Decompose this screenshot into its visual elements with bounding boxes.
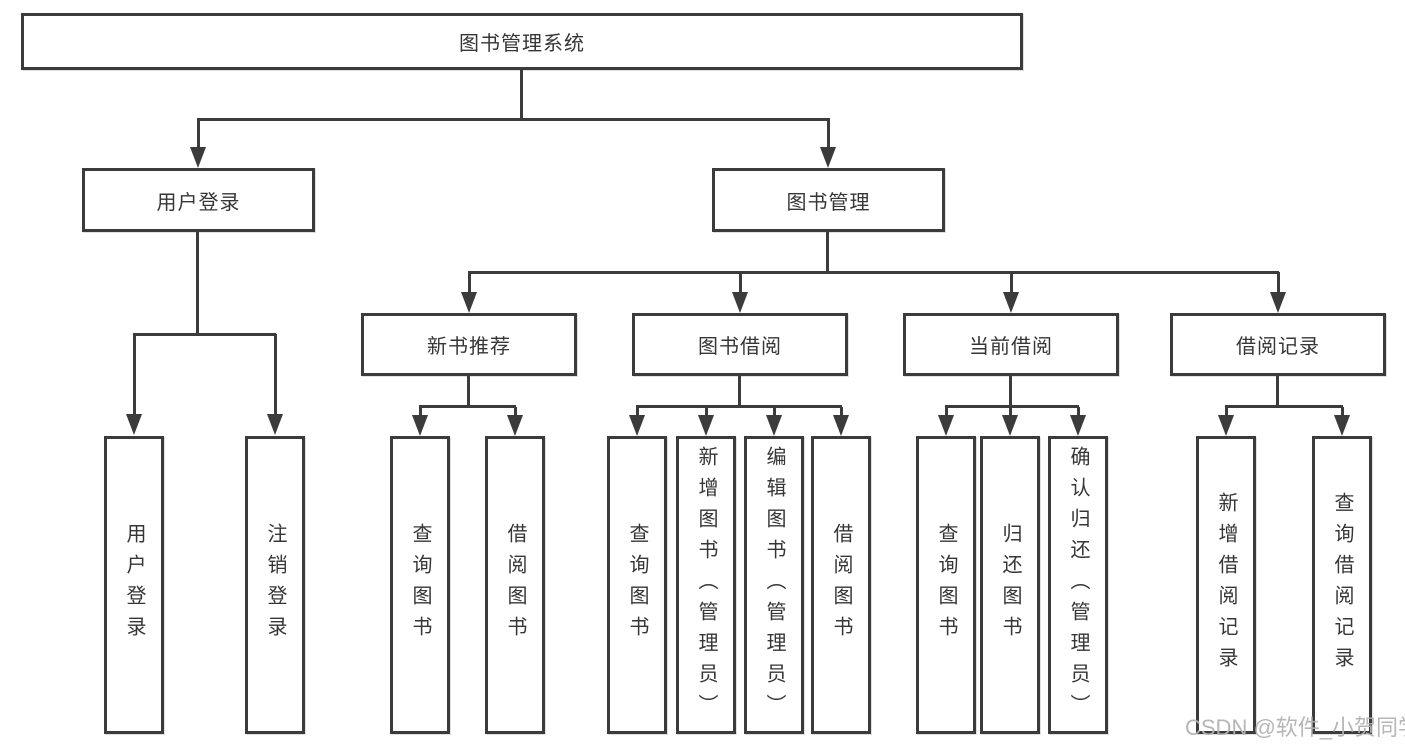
connector-root-bar — [197, 118, 830, 121]
arrow-down-icon — [820, 119, 836, 168]
connector-borrowing-stem — [738, 376, 741, 407]
node-leaf-query-books-borrowing: 查询图书 — [607, 436, 667, 734]
watermark: CSDN @软件_小贺同学 — [1185, 715, 1405, 740]
connector-borrowing-bar — [636, 405, 842, 408]
node-label: 新书推荐 — [427, 336, 511, 358]
node-leaf-borrow-books: 借阅图书 — [811, 436, 871, 734]
node-label: 查询图书 — [409, 523, 431, 647]
arrow-down-icon — [412, 407, 428, 436]
node-label: 确认归还（管理员） — [1067, 445, 1089, 725]
arrow-down-icon — [1270, 272, 1286, 313]
node-leaf-confirm-return-admin: 确认归还（管理员） — [1048, 436, 1108, 734]
node-label: 图书管理系统 — [459, 33, 585, 55]
arrow-down-icon — [1003, 272, 1019, 313]
node-label: 新增图书（管理员） — [695, 445, 717, 725]
node-label: 编辑图书（管理员） — [763, 445, 785, 725]
node-library-management-system: 图书管理系统 — [21, 13, 1023, 70]
node-leaf-logout: 注销登录 — [245, 436, 305, 734]
arrow-down-icon — [1334, 407, 1350, 436]
node-label: 借阅记录 — [1236, 336, 1320, 358]
connector-root-stem — [520, 70, 523, 120]
arrow-down-icon — [461, 272, 477, 313]
node-current-borrowing: 当前借阅 — [903, 313, 1119, 376]
connector-user-login-bar — [133, 333, 276, 336]
node-leaf-user-login: 用户登录 — [104, 436, 164, 734]
connector-records-stem — [1276, 376, 1279, 407]
connector-book-mgmt-bar — [468, 271, 1279, 274]
connector-records-bar — [1225, 405, 1343, 408]
connector-new-book-stem — [467, 376, 470, 407]
connector-current-stem — [1009, 376, 1012, 407]
arrow-down-icon — [698, 407, 714, 436]
node-book-management: 图书管理 — [712, 168, 945, 232]
node-leaf-query-borrow-record: 查询借阅记录 — [1312, 436, 1372, 734]
node-book-borrowing: 图书借阅 — [632, 313, 848, 376]
arrow-down-icon — [126, 334, 142, 435]
arrow-down-icon — [833, 407, 849, 436]
node-label: 用户登录 — [123, 523, 145, 647]
arrow-down-icon — [507, 407, 523, 436]
arrow-down-icon — [190, 119, 206, 168]
node-new-book-recommendation: 新书推荐 — [361, 313, 577, 376]
node-leaf-query-books-recommend: 查询图书 — [390, 436, 450, 734]
node-label: 注销登录 — [264, 523, 286, 647]
connector-user-login-stem — [196, 232, 199, 335]
node-label: 当前借阅 — [969, 336, 1053, 358]
node-label: 图书借阅 — [698, 336, 782, 358]
arrow-down-icon — [732, 272, 748, 313]
node-user-login: 用户登录 — [82, 168, 315, 232]
node-leaf-return-books: 归还图书 — [980, 436, 1040, 734]
arrow-down-icon — [267, 334, 283, 435]
node-label: 查询借阅记录 — [1331, 492, 1353, 678]
connector-new-book-bar — [419, 405, 516, 408]
node-label: 图书管理 — [786, 191, 871, 214]
arrow-down-icon — [1070, 407, 1086, 436]
arrow-down-icon — [766, 407, 782, 436]
node-leaf-edit-book-admin: 编辑图书（管理员） — [744, 436, 804, 734]
node-label: 用户登录 — [156, 191, 241, 214]
node-label: 查询图书 — [626, 523, 648, 647]
arrow-down-icon — [1002, 407, 1018, 436]
node-leaf-borrow-books-recommend: 借阅图书 — [485, 436, 545, 734]
node-borrowing-records: 借阅记录 — [1170, 313, 1386, 376]
node-label: 借阅图书 — [830, 523, 852, 647]
connector-current-bar — [945, 405, 1079, 408]
arrow-down-icon — [629, 407, 645, 436]
node-label: 借阅图书 — [504, 523, 526, 647]
arrow-down-icon — [938, 407, 954, 436]
node-label: 归还图书 — [999, 523, 1021, 647]
connector-book-mgmt-stem — [826, 232, 829, 273]
node-leaf-add-book-admin: 新增图书（管理员） — [676, 436, 736, 734]
arrow-down-icon — [1218, 407, 1234, 436]
node-label: 新增借阅记录 — [1215, 492, 1237, 678]
node-leaf-add-borrow-record: 新增借阅记录 — [1196, 436, 1256, 734]
node-label: 查询图书 — [935, 523, 957, 647]
node-leaf-query-books-current: 查询图书 — [916, 436, 976, 734]
